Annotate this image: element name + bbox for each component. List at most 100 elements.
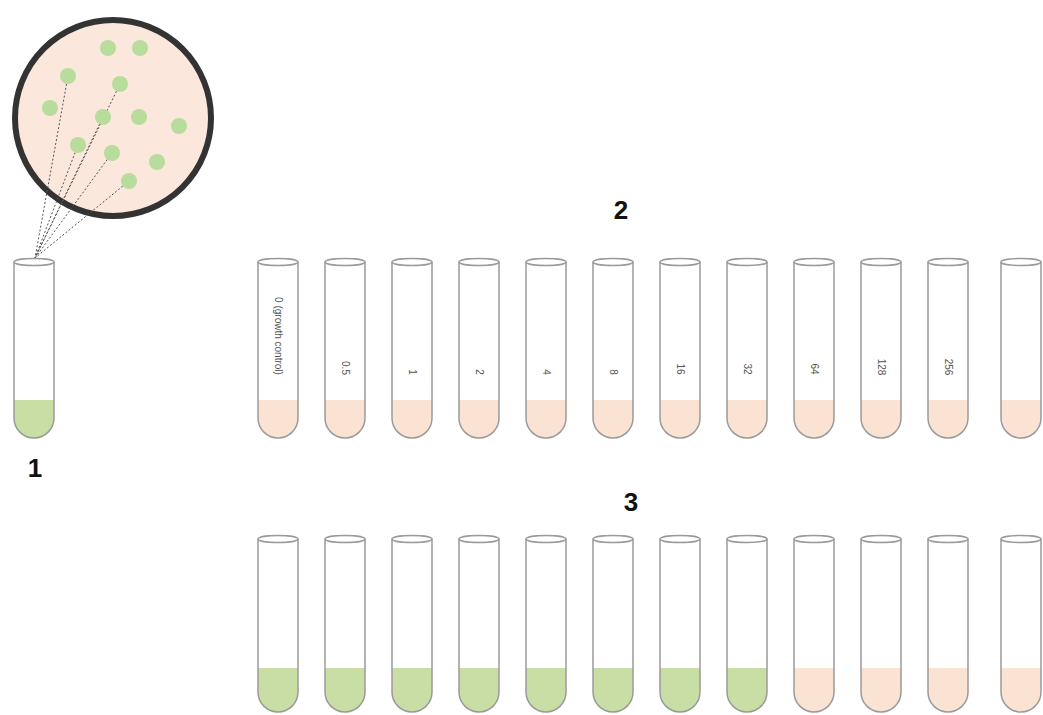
tube-label-box: 64	[794, 266, 834, 378]
tube-rim	[325, 259, 365, 266]
dilution-tube	[1001, 259, 1041, 439]
tube-outline	[459, 262, 499, 438]
tube-rim	[794, 536, 834, 543]
bacterium	[112, 76, 128, 92]
concentration-label: 4	[541, 369, 551, 375]
bacterium	[70, 137, 86, 153]
tube-rim	[593, 259, 633, 266]
concentration-label: 2	[474, 369, 484, 375]
tube-label-box: 16	[660, 266, 700, 378]
result-tube	[727, 536, 767, 713]
tube-rim	[392, 259, 432, 266]
dilution-tube	[727, 259, 767, 439]
tube-label-box: 0.5	[325, 266, 365, 378]
concentration-label: 128	[876, 358, 886, 375]
tube-label-box: 2	[459, 266, 499, 378]
result-tube	[258, 536, 298, 713]
result-tube	[392, 536, 432, 713]
tube-outline	[459, 539, 499, 712]
tube-outline	[526, 539, 566, 712]
tube-rim	[727, 536, 767, 543]
inoculum-tube	[14, 259, 54, 439]
tube-label-box: 128	[861, 266, 901, 378]
tube-rim	[861, 536, 901, 543]
concentration-label: 8	[608, 369, 618, 375]
tube-rim	[928, 536, 968, 543]
tube-rim	[660, 259, 700, 266]
dotted-leader	[35, 153, 112, 258]
bacterium	[149, 154, 165, 170]
tube-rim	[727, 259, 767, 266]
tube-label-box: 32	[727, 266, 767, 378]
tube-outline	[392, 539, 432, 712]
dilution-tube	[258, 259, 298, 439]
dotted-leader	[35, 145, 78, 258]
result-tube	[325, 536, 365, 713]
concentration-label: 32	[742, 364, 752, 375]
tube-outline	[1001, 539, 1041, 712]
tube-outline	[794, 539, 834, 712]
tube-outline	[392, 262, 432, 438]
concentration-label: 1	[407, 369, 417, 375]
tube-rim	[526, 536, 566, 543]
dilution-tube	[459, 259, 499, 439]
tube-rim	[928, 259, 968, 266]
tube-rim	[1001, 536, 1041, 543]
concentration-label: 0 (growth control)	[273, 297, 283, 375]
bacterium	[42, 100, 58, 116]
tube-label-box: 0 (growth control)	[258, 266, 298, 378]
result-tube	[1001, 536, 1041, 713]
result-tube	[459, 536, 499, 713]
tube-outline	[526, 262, 566, 438]
dilution-tube	[325, 259, 365, 439]
concentration-label: 256	[943, 358, 953, 375]
tube-rim	[794, 259, 834, 266]
tube-rim	[526, 259, 566, 266]
tube-outline	[325, 262, 365, 438]
tube-label-box: 8	[593, 266, 633, 378]
result-tube	[660, 536, 700, 713]
bacterium	[60, 68, 76, 84]
bacterium	[95, 109, 111, 125]
dilution-row	[258, 259, 1041, 439]
tube-label-box: 4	[526, 266, 566, 378]
tube-rim	[1001, 259, 1041, 266]
tube-outline	[727, 262, 767, 438]
result-tube	[593, 536, 633, 713]
dotted-leader	[35, 76, 68, 258]
tube-rim	[459, 536, 499, 543]
tube-outline	[258, 262, 298, 438]
dotted-leader	[35, 181, 129, 258]
tube-rim	[392, 536, 432, 543]
tube-outline	[660, 539, 700, 712]
tube-rim	[660, 536, 700, 543]
dilution-tube	[660, 259, 700, 439]
tube-outline	[593, 539, 633, 712]
bacterium	[131, 109, 147, 125]
tube-outline	[1001, 262, 1041, 438]
bacterium	[132, 40, 148, 56]
tube-rim	[325, 536, 365, 543]
bacterium	[100, 40, 116, 56]
step-number: 2	[614, 197, 628, 223]
tube-label-box: 1	[392, 266, 432, 378]
dilution-tube	[794, 259, 834, 439]
dilution-tube	[928, 259, 968, 439]
tube-label-box: 256	[928, 266, 968, 378]
lens-circle	[15, 20, 211, 216]
tube-rim	[258, 259, 298, 266]
dilution-tube	[526, 259, 566, 439]
result-tube	[794, 536, 834, 713]
tube-outline	[727, 539, 767, 712]
dilution-tube	[861, 259, 901, 439]
concentration-label: 64	[809, 364, 819, 375]
result-tube	[526, 536, 566, 713]
dilution-tube	[593, 259, 633, 439]
tube-outline	[928, 262, 968, 438]
dotted-leader	[35, 84, 120, 258]
step-number: 1	[28, 455, 42, 481]
bacterium	[121, 173, 137, 189]
bacterium	[104, 145, 120, 161]
